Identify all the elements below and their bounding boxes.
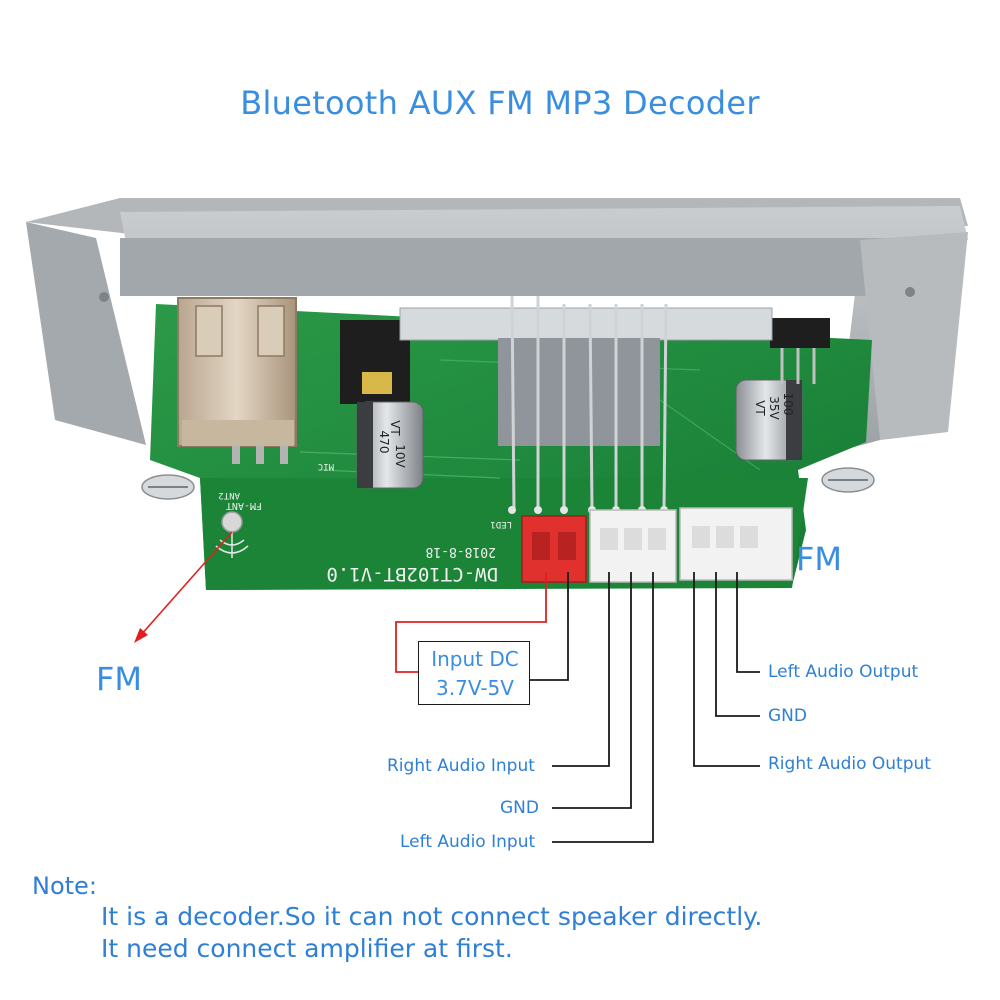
- fm-connector-label: FM: [796, 540, 843, 578]
- fm-arrow: [134, 531, 233, 643]
- cap-right-series: VT: [753, 400, 767, 416]
- screw-left: [141, 474, 195, 500]
- gnd-input-label: GND: [500, 798, 539, 818]
- output-leader-lines: [693, 572, 760, 767]
- usb-port: [177, 297, 297, 464]
- right-audio-input-label: Right Audio Input: [387, 756, 535, 776]
- input-leader-lines: [552, 572, 654, 843]
- aux-jack: [340, 320, 410, 404]
- screw-right: [821, 467, 875, 493]
- cap-right-voltage: 35V: [767, 396, 781, 420]
- input-dc-title: Input DC: [431, 647, 519, 671]
- antenna-icon: [215, 511, 249, 558]
- note-line-1: It is a decoder.So it can not connect sp…: [101, 902, 763, 931]
- audio-input-connector: [589, 509, 677, 583]
- pin-header: [770, 318, 830, 384]
- gnd-output-label: GND: [768, 706, 807, 726]
- note-heading: Note:: [32, 872, 97, 900]
- fm-antenna-label: FM: [96, 660, 143, 698]
- power-connector: [521, 515, 587, 583]
- silkscreen-model: DW-CT102BT-V1.0: [326, 563, 498, 585]
- input-dc-box: Input DC 3.7V-5V: [418, 641, 530, 705]
- dc-leader-lines: [395, 572, 569, 681]
- cap-left-value: 470: [377, 431, 391, 454]
- note-line-2: It need connect amplifier at first.: [101, 934, 513, 963]
- cap-left-voltage: 10V: [393, 444, 407, 468]
- left-audio-input-label: Left Audio Input: [400, 832, 536, 852]
- capacitor-right: VT 35V 100: [735, 379, 803, 461]
- right-audio-output-label: Right Audio Output: [768, 754, 931, 774]
- input-dc-voltage: 3.7V-5V: [436, 676, 514, 700]
- cap-right-value: 100: [781, 393, 795, 416]
- card-slot: [399, 307, 773, 446]
- silkscreen-mic: MIC: [318, 461, 334, 471]
- left-audio-output-label: Left Audio Output: [768, 662, 919, 682]
- silkscreen-led: LED1: [490, 519, 512, 529]
- ribbon-pins: [508, 295, 668, 514]
- silkscreen-antenna-ref: ANT2: [218, 490, 240, 500]
- silkscreen-date: 2018-8-18: [426, 544, 496, 559]
- audio-output-connector: [679, 507, 793, 581]
- cap-left-series: VT: [388, 420, 402, 436]
- capacitor-left: VT 470 10V: [356, 401, 424, 489]
- silkscreen-antenna: FM-ANT: [226, 500, 262, 511]
- page-title: Bluetooth AUX FM MP3 Decoder: [240, 84, 760, 122]
- front-panel: [26, 198, 968, 452]
